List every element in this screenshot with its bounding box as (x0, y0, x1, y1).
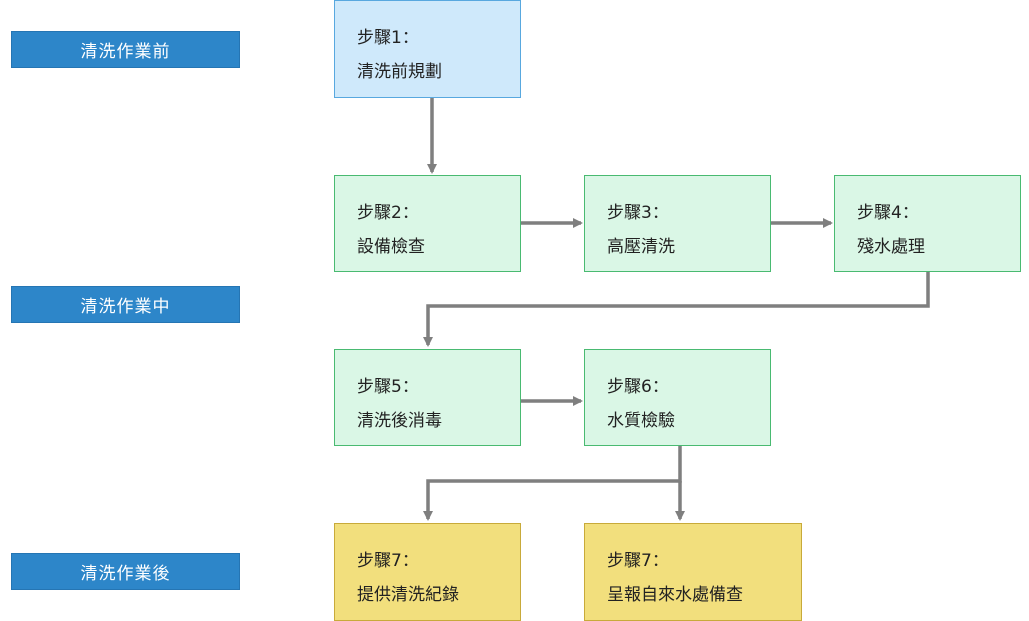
phase-during-label: 清洗作業中 (11, 286, 240, 323)
step-3-label: 步驟3： (607, 203, 669, 223)
step-7b-box: 步驟7： 呈報自來水處備查 (584, 523, 802, 621)
step-1-box: 步驟1： 清洗前規劃 (334, 0, 521, 98)
step-2-label: 步驟2： (357, 203, 419, 223)
step-5-title: 清洗後消毒 (357, 411, 442, 431)
step-6-title: 水質檢驗 (607, 411, 675, 431)
step-7b-title: 呈報自來水處備查 (607, 585, 743, 605)
step-2-title: 設備檢查 (357, 237, 425, 257)
phase-after-label: 清洗作業後 (11, 553, 240, 590)
step-7a-box: 步驟7： 提供清洗紀錄 (334, 523, 521, 621)
step-7a-label: 步驟7： (357, 551, 419, 571)
step-1-title: 清洗前規劃 (357, 62, 442, 82)
step-1-label: 步驟1： (357, 28, 419, 48)
step-7a-title: 提供清洗紀錄 (357, 585, 459, 605)
arrow-step6-to-step7a (423, 445, 682, 521)
arrow-step4-to-step5 (423, 272, 930, 347)
step-4-box: 步驟4： 殘水處理 (834, 175, 1021, 272)
step-6-label: 步驟6： (607, 377, 669, 397)
step-7b-label: 步驟7： (607, 551, 669, 571)
step-5-label: 步驟5： (357, 377, 419, 397)
step-4-title: 殘水處理 (857, 237, 925, 257)
step-6-box: 步驟6： 水質檢驗 (584, 349, 771, 446)
step-3-title: 高壓清洗 (607, 237, 675, 257)
step-3-box: 步驟3： 高壓清洗 (584, 175, 771, 272)
step-4-label: 步驟4： (857, 203, 919, 223)
step-2-box: 步驟2： 設備檢查 (334, 175, 521, 272)
step-5-box: 步驟5： 清洗後消毒 (334, 349, 521, 446)
phase-before-label: 清洗作業前 (11, 31, 240, 68)
